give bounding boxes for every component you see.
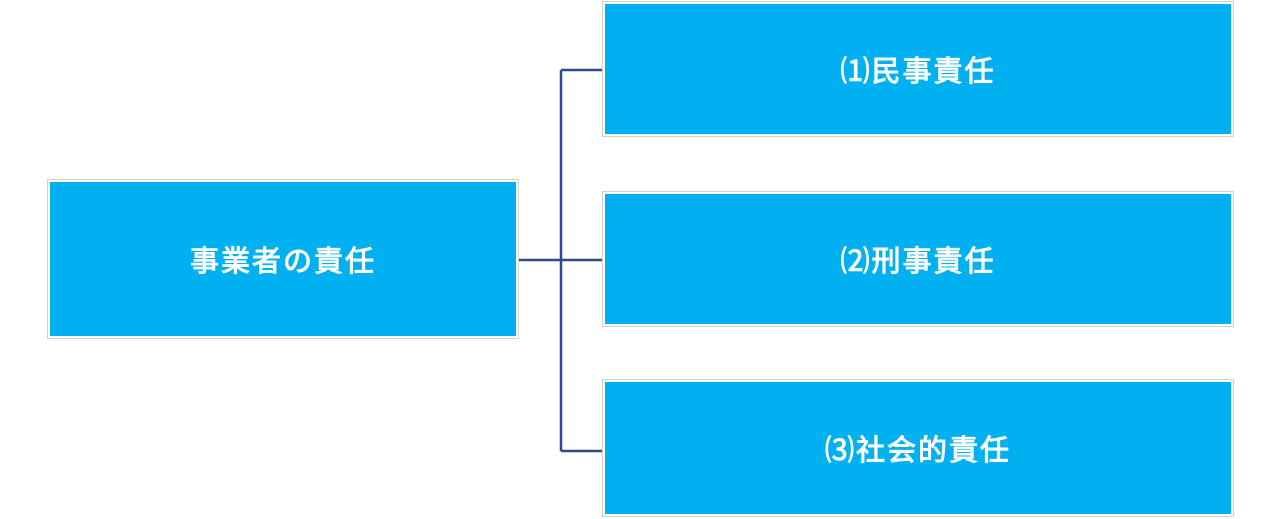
root-node-label: 事業者の責任 — [189, 244, 376, 278]
child-node-civil-liability: ⑴民事責任 — [602, 1, 1234, 137]
child-node-criminal-liability: ⑵刑事責任 — [602, 191, 1234, 327]
child-node-social-responsibility: ⑶社会的責任 — [602, 379, 1234, 517]
child-node-label: ⑴民事責任 — [840, 54, 996, 88]
child-node-label: ⑵刑事責任 — [840, 244, 996, 278]
root-node-business-responsibility: 事業者の責任 — [47, 179, 519, 339]
child-node-label: ⑶社会的責任 — [824, 433, 1011, 467]
